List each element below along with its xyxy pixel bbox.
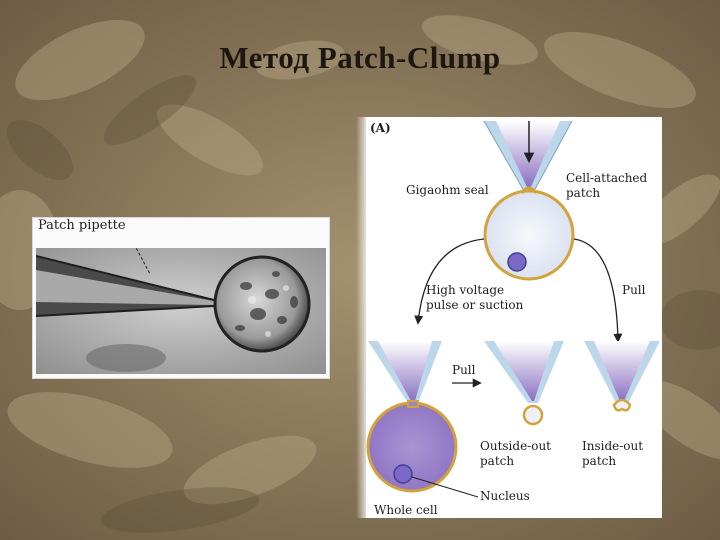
patch-clamp-diagram: (A) Gigaohm seal Cell-attached patch Hig… bbox=[366, 117, 662, 518]
label-pull-middle: Pull bbox=[452, 363, 475, 378]
top-pipette bbox=[484, 121, 572, 191]
photo-label: Patch pipette bbox=[38, 218, 126, 233]
label-high-voltage: High voltage pulse or suction bbox=[426, 283, 523, 313]
patch-pipette-micrograph bbox=[36, 248, 326, 374]
label-pull-right: Pull bbox=[622, 283, 645, 298]
label-inside-out: Inside-out patch bbox=[582, 439, 643, 469]
diagram-edge bbox=[356, 117, 366, 518]
label-cell-attached: Cell-attached patch bbox=[566, 171, 647, 201]
label-whole-cell: Whole cell bbox=[374, 503, 438, 518]
label-gigaohm-seal: Gigaohm seal bbox=[406, 183, 489, 198]
label-outside-out: Outside-out patch bbox=[480, 439, 551, 469]
whole-cell-pipette bbox=[368, 341, 442, 403]
slide-title: Метод Patch-Clump bbox=[0, 40, 720, 76]
inside-out-pipette bbox=[584, 341, 660, 403]
label-nucleus: Nucleus bbox=[480, 489, 530, 504]
outside-out-pipette bbox=[484, 341, 564, 403]
panel-letter: (A) bbox=[370, 121, 391, 136]
